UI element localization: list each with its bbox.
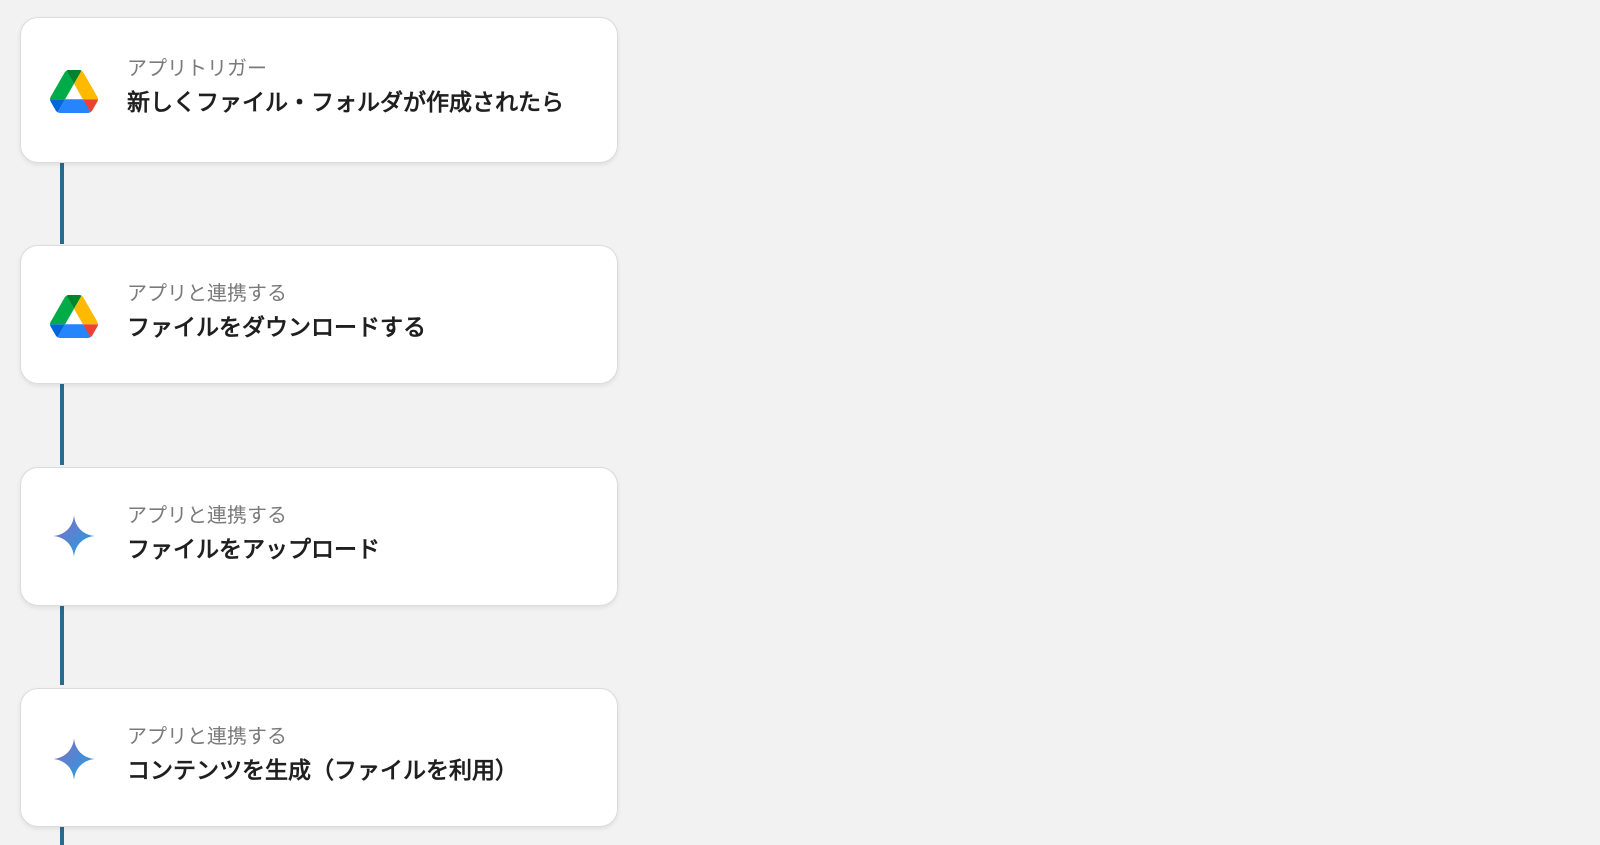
step-type-label: アプリトリガー	[127, 56, 267, 80]
flow-step-card[interactable]: アプリと連携する コンテンツを生成（ファイルを利用）	[20, 688, 618, 827]
step-text: アプリと連携する コンテンツを生成（ファイルを利用）	[127, 723, 518, 787]
step-title: ファイルをアップロード	[127, 537, 380, 563]
flow-step-card[interactable]: アプリと連携する ファイルをアップロード	[20, 467, 618, 606]
flow-connector	[60, 383, 64, 465]
step-title: ファイルをダウンロードする	[127, 315, 426, 341]
gemini-icon	[49, 511, 99, 561]
flow-connector	[60, 603, 64, 685]
flow-step-card[interactable]: アプリと連携する ファイルをダウンロードする	[20, 245, 618, 384]
step-title: コンテンツを生成（ファイルを利用）	[127, 758, 518, 784]
flow-step-card[interactable]: アプリトリガー 新しくファイル・フォルダが作成されたら	[20, 17, 618, 163]
step-type-label: アプリと連携する	[127, 724, 287, 748]
step-title: 新しくファイル・フォルダが作成されたら	[127, 90, 564, 116]
step-text: アプリトリガー 新しくファイル・フォルダが作成されたら	[127, 55, 564, 119]
flow-connector	[60, 823, 64, 845]
step-text: アプリと連携する ファイルをアップロード	[127, 502, 380, 566]
flow-connector	[60, 162, 64, 244]
step-type-label: アプリと連携する	[127, 503, 287, 527]
gemini-icon	[49, 734, 99, 784]
step-type-label: アプリと連携する	[127, 281, 287, 305]
google-drive-icon	[49, 66, 99, 116]
google-drive-icon	[49, 291, 99, 341]
step-text: アプリと連携する ファイルをダウンロードする	[127, 280, 426, 344]
